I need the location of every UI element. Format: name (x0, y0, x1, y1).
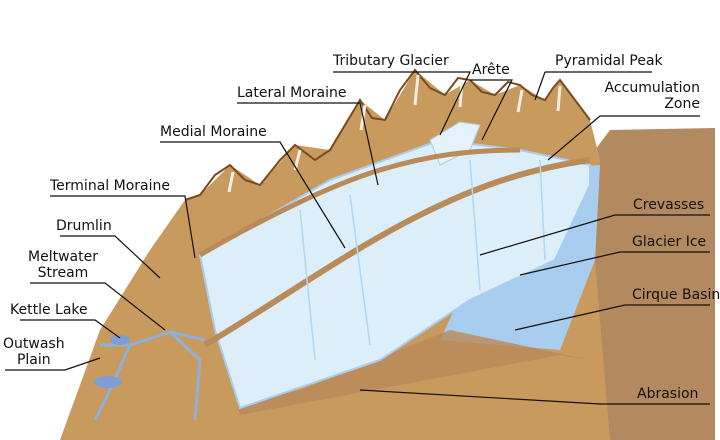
glacier-ice (198, 138, 591, 410)
label-outwash-plain-line1: Outwash (3, 336, 65, 352)
label-arete: Arête (472, 62, 510, 78)
label-medial-moraine: Medial Moraine (160, 124, 267, 140)
label-pyramidal-peak: Pyramidal Peak (555, 53, 663, 69)
label-accumulation-zone-line2: Zone (664, 96, 700, 112)
label-kettle-lake: Kettle Lake (10, 302, 88, 318)
kettle-lake-2 (94, 376, 122, 388)
label-accumulation-zone-line1: Accumulation (604, 80, 700, 96)
kettle-lake (110, 335, 130, 345)
medial-moraine (203, 157, 591, 348)
meltwater-stream (93, 330, 206, 421)
label-drumlin: Drumlin (56, 218, 112, 234)
leader-lines (5, 71, 710, 405)
label-glacier-ice: Glacier Ice (632, 234, 707, 250)
crevasses (299, 159, 546, 361)
label-meltwater-stream-line2: Stream (37, 265, 89, 281)
label-abrasion: Abrasion (637, 386, 699, 402)
label-outwash-plain-line2: Plain (16, 352, 51, 368)
label-meltwater-stream-line1: Meltwater (28, 249, 98, 265)
valley-wall-right (590, 128, 715, 440)
mountain-ridge (184, 68, 591, 201)
label-crevasses: Crevasses (633, 197, 705, 213)
label-tributary-glacier: Tributary Glacier (333, 53, 449, 69)
label-lateral-moraine: Lateral Moraine (237, 85, 347, 101)
label-terminal-moraine: Terminal Moraine (50, 178, 170, 194)
label-cirque-basin: Cirque Basin (632, 287, 720, 303)
